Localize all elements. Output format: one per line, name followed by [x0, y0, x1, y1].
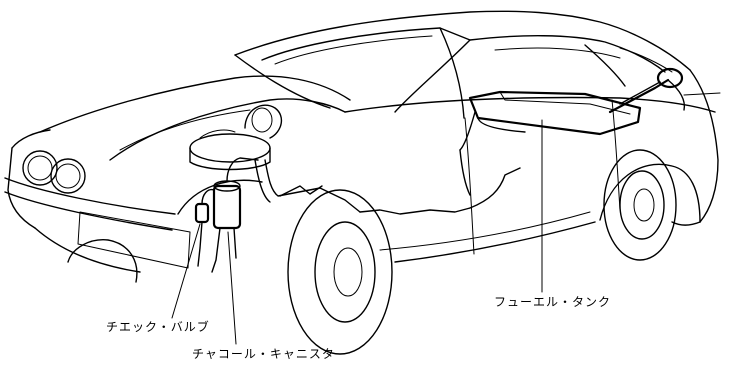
- rear-wheel: [603, 149, 677, 261]
- fuel-lines: [254, 111, 521, 215]
- fuel-tank-label: フューエル・タンク: [494, 295, 612, 309]
- filler-neck: [608, 47, 721, 114]
- check-valve-label: チエック・バルブ: [106, 320, 210, 334]
- car-body: [4, 10, 719, 273]
- front-wheel: [287, 189, 393, 355]
- engine-air-cleaner: [189, 104, 283, 171]
- leader-lines: [171, 119, 543, 345]
- fuel-tank: [468, 90, 642, 136]
- charcoal-canister-label: チャコール・キャニスタ: [192, 347, 335, 361]
- charcoal-canister: [211, 157, 259, 273]
- check-valve: [194, 188, 215, 267]
- front-left-wheel-partial: [67, 239, 138, 283]
